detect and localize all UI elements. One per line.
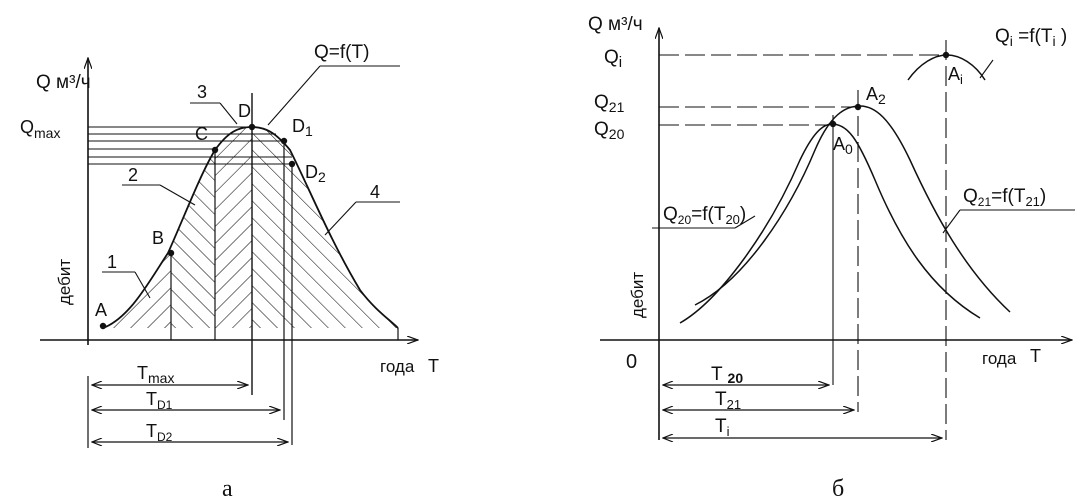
- right-point-a0: A0: [833, 134, 853, 157]
- right-tick-q21-base: Q: [594, 92, 609, 113]
- right-curve-label-qi: Qi =f(Ti ): [995, 26, 1067, 49]
- right-tick-qi-sub: i: [619, 54, 622, 71]
- right-caption: б: [832, 476, 844, 502]
- right-interval-ti-base: T: [715, 416, 727, 437]
- left-y-axis-label: Q м³/ч: [36, 72, 91, 93]
- right-curve-label-q20-qsub: 20: [678, 213, 692, 227]
- left-td2-base: T: [146, 421, 157, 441]
- right-curve-label-q21-f: =f(T: [991, 186, 1026, 207]
- right-interval-t21: T21: [715, 389, 741, 412]
- right-y-side-label: дебит: [628, 272, 647, 318]
- left-qmax-sub: max: [34, 125, 60, 141]
- right-x-axis-label: года: [982, 349, 1017, 368]
- left-tmax-base: T: [137, 363, 148, 383]
- left-zone-1: 1: [107, 252, 117, 272]
- right-point-a2-base: A: [866, 84, 878, 104]
- right-point-a2-sub: 2: [878, 91, 886, 107]
- left-point-d2-base: D: [305, 162, 318, 182]
- right-point-ai-sub: i: [960, 72, 963, 87]
- left-caption: а: [222, 476, 233, 502]
- right-x-axis-symbol: T: [1030, 346, 1041, 366]
- right-tick-q21: Q21: [594, 92, 625, 115]
- left-td2-sub: D2: [157, 430, 173, 444]
- left-qmax-tick: Qmax: [20, 117, 60, 141]
- right-curve-label-qi-tsub: i: [1053, 33, 1056, 49]
- left-point-d2: D2: [305, 162, 326, 185]
- right-curve-label-q20-tsub: 20: [725, 212, 739, 227]
- left-point-d: D: [238, 101, 251, 121]
- left-zone-4: 4: [370, 182, 380, 202]
- left-interval-td2: TD2: [146, 421, 173, 444]
- right-interval-t20-base: T: [711, 364, 728, 385]
- left-point-c: C: [195, 124, 208, 144]
- left-point-d1-sub: 1: [305, 123, 313, 139]
- right-curve-label-q21-end: ): [1040, 186, 1046, 207]
- right-interval-t20: T 20: [711, 364, 743, 386]
- left-point-d1: D1: [292, 116, 313, 139]
- left-curve-label: Q=f(T): [314, 42, 369, 63]
- right-tick-q21-sub: 21: [609, 99, 625, 115]
- right-point-a0-sub: 0: [845, 141, 853, 157]
- right-point-ai: Ai: [948, 64, 963, 87]
- right-interval-ti-sub: i: [727, 424, 730, 439]
- left-y-side-label: дебит: [55, 259, 74, 305]
- right-y-axis-label: Q м³/ч: [588, 14, 643, 35]
- right-point-ai-base: A: [948, 64, 960, 84]
- right-interval-t20-sub: 20: [728, 370, 744, 386]
- left-x-axis-label: года: [380, 357, 415, 376]
- right-tick-q20-base: Q: [594, 119, 609, 140]
- left-td1-base: T: [146, 389, 157, 409]
- right-curve-label-q20-f: =f(T: [691, 204, 726, 225]
- left-interval-td1: TD1: [146, 389, 173, 412]
- left-point-b: B: [152, 228, 164, 248]
- right-curve-label-q20: Q20=f(T20): [663, 204, 746, 227]
- right-tick-q20: Q20: [594, 119, 625, 142]
- right-tick-q20-sub: 20: [609, 126, 625, 142]
- right-point-a2: A2: [866, 84, 886, 107]
- left-tmax-sub: max: [148, 370, 174, 386]
- right-curve-label-q20-end: ): [740, 204, 746, 225]
- right-interval-t21-sub: 21: [727, 397, 741, 412]
- left-zone-3: 3: [197, 82, 207, 102]
- right-curve-label-qi-qsub: i: [1010, 33, 1013, 49]
- right-interval-ti: Ti: [715, 416, 730, 439]
- right-tick-qi: Qi: [604, 47, 622, 71]
- right-tick-qi-base: Q: [604, 47, 619, 68]
- right-figure: Q м³/ч дебит 0 Qi Q21 Q20 A0 A2 Ai Qi =f…: [588, 14, 1075, 502]
- right-curve-label-qi-end: ): [1056, 26, 1068, 47]
- right-curve-label-q21-qsub: 21: [978, 195, 992, 209]
- right-curve-label-q20-q: Q: [663, 204, 678, 225]
- right-origin-label: 0: [626, 351, 637, 373]
- left-hatched-area: [103, 127, 398, 328]
- right-curve-label-qi-f: =f(T: [1013, 26, 1053, 47]
- right-interval-t21-base: T: [715, 389, 727, 410]
- left-zone-2: 2: [128, 165, 138, 185]
- right-curve-label-q21: Q21=f(T21): [963, 186, 1046, 209]
- left-qmax-base: Q: [20, 117, 34, 137]
- left-x-axis-symbol: T: [428, 356, 439, 376]
- right-curve-label-q21-q: Q: [963, 186, 978, 207]
- left-point-d2-sub: 2: [318, 169, 326, 185]
- left-point-a: A: [95, 300, 107, 320]
- right-curve-label-qi-q: Q: [995, 26, 1010, 47]
- left-interval-tmax: Tmax: [137, 363, 174, 386]
- left-td1-sub: D1: [157, 398, 173, 412]
- right-curve-label-q21-tsub: 21: [1025, 194, 1039, 209]
- right-point-a0-base: A: [833, 134, 845, 154]
- left-point-d1-base: D: [292, 116, 305, 136]
- left-figure: Q м³/ч дебит Qmax Q=f(T) A B C D D1 D2 1…: [20, 42, 439, 502]
